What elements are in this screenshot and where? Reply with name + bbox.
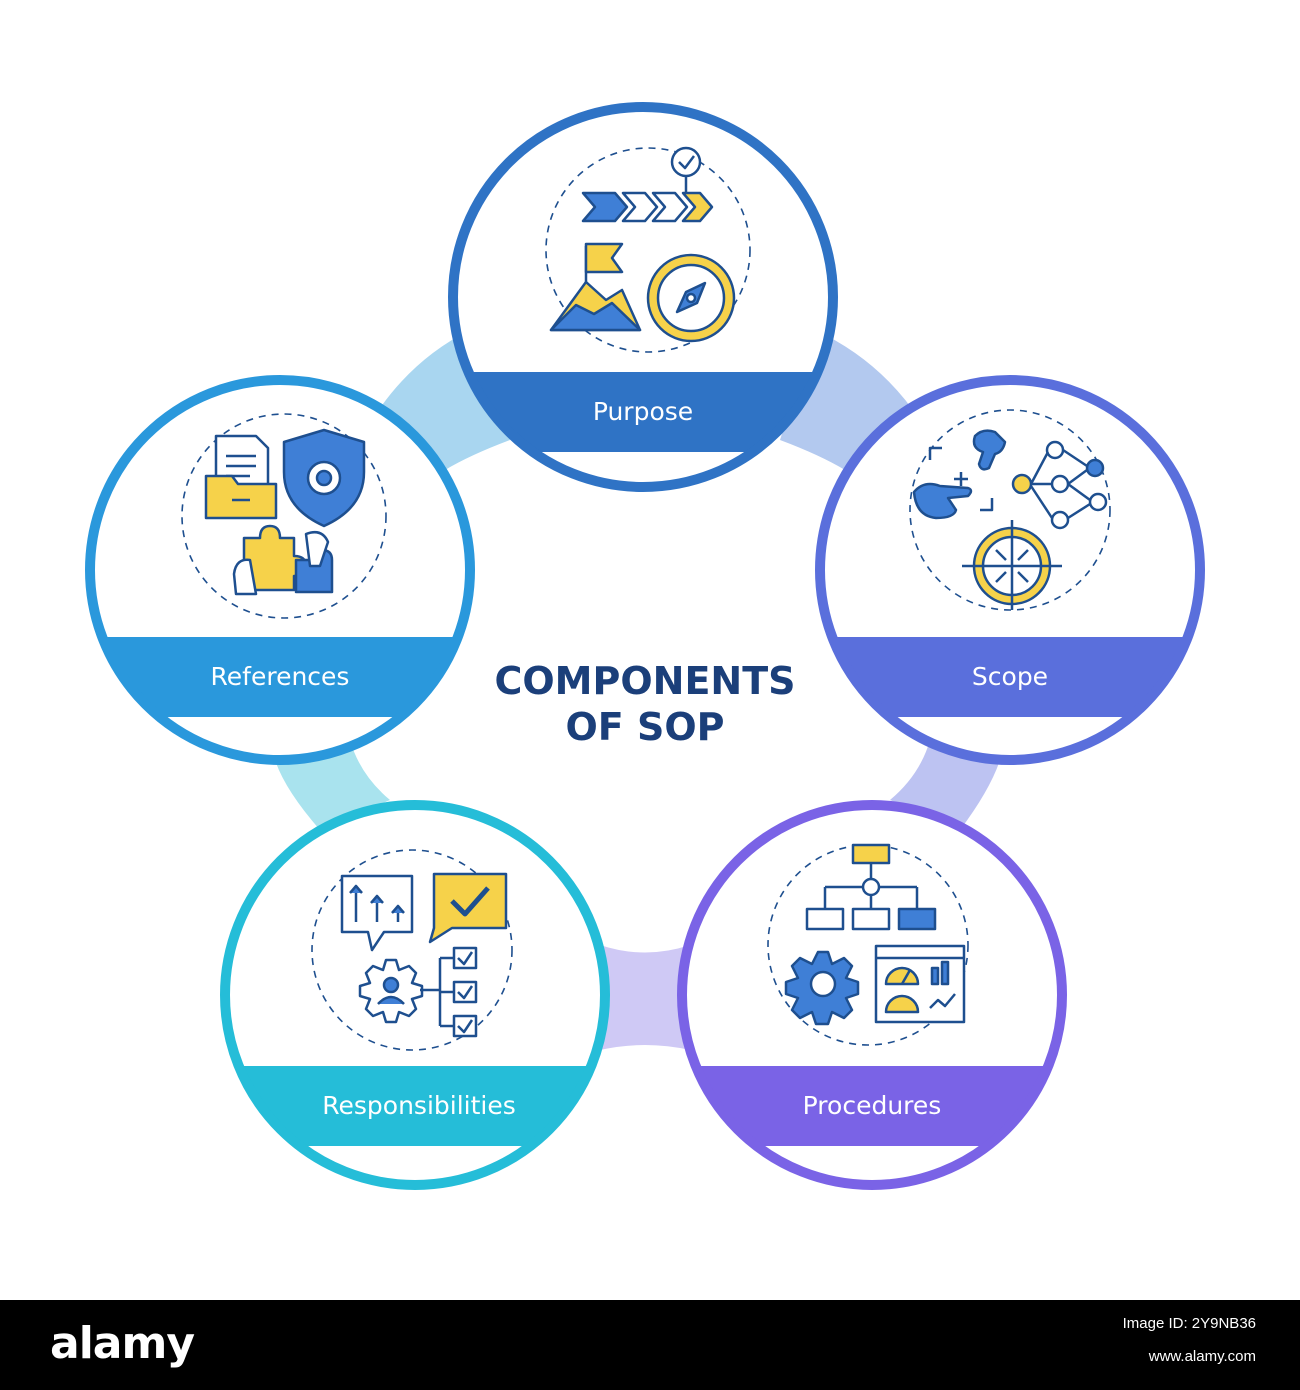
brand-logo: alamy <box>50 1318 195 1369</box>
connector-procedures-responsibilities <box>600 945 690 1050</box>
component-label: Scope <box>972 662 1048 691</box>
component-label: Purpose <box>593 397 693 426</box>
label-band <box>90 637 470 717</box>
scope-icon <box>909 409 1111 611</box>
procedures-icon <box>767 843 969 1046</box>
purpose-icon <box>545 146 751 353</box>
diagram-title-line1: COMPONENTS <box>494 659 795 703</box>
site-url-text: www.alamy.com <box>1148 1348 1256 1365</box>
component-label: Procedures <box>803 1091 942 1120</box>
image-id-text: Image ID: 2Y9NB36 <box>1122 1315 1256 1332</box>
watermark-footer: alamy Image ID: 2Y9NB36 www.alamy.com <box>0 1300 1300 1390</box>
responsibilities-icon <box>311 849 513 1051</box>
references-icon <box>181 413 387 619</box>
sop-diagram: Purpose Scope Procedures Responsibilitie… <box>85 102 1205 1190</box>
label-band <box>820 637 1200 717</box>
component-procedures: Procedures <box>677 800 1067 1190</box>
component-purpose: Purpose <box>448 102 838 492</box>
component-label: References <box>211 662 350 691</box>
component-label: Responsibilities <box>322 1091 516 1120</box>
diagram-title-line2: OF SOP <box>565 705 724 749</box>
